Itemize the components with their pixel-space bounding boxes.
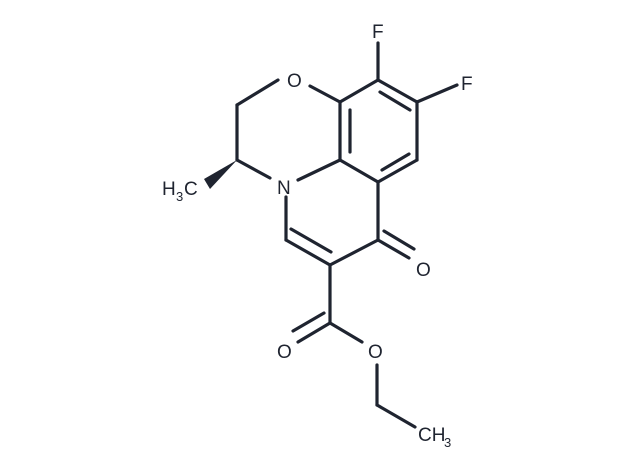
bond-c9-c10 <box>376 78 419 104</box>
bond-c11-c12 <box>376 158 419 184</box>
atom-label-h3c-subscript: 3 <box>176 189 183 204</box>
bond-o-ch2 <box>235 78 280 107</box>
bond-c10-f <box>415 83 459 104</box>
bond-ethyl-ch3 <box>375 403 417 429</box>
bond-ch-c-ester-inner <box>289 227 333 254</box>
bond-ketone-1 <box>376 238 411 260</box>
bond-c12-c13 <box>338 158 380 184</box>
bond-c9-c10-inner <box>378 90 412 112</box>
bond-ch-c-ester <box>284 238 332 267</box>
bond-ester-c-o-dbl-1 <box>296 321 332 344</box>
atom-label-n-ring: N <box>277 178 291 199</box>
bond-c8a-c9 <box>338 78 380 104</box>
bond-ketone-2 <box>382 229 416 251</box>
atom-label-ch3-ch: CH <box>418 425 445 446</box>
atom-label-f-top: F <box>372 22 384 43</box>
atom-label-o-ester: O <box>368 342 383 363</box>
bond-c11-c12-inner <box>380 152 411 172</box>
bond-c8a-o <box>308 84 342 104</box>
atom-label-ch3-subscript: 3 <box>444 435 451 450</box>
bond-ester-c-o-dbl-2 <box>291 311 326 333</box>
atom-label-o-ketone: O <box>416 260 431 281</box>
bond-c-ester-c-keto <box>328 238 380 267</box>
bond-n-c13 <box>296 158 342 182</box>
bond-ester-c-o-single <box>328 321 364 344</box>
atom-label-o-carbonyl: O <box>277 342 292 363</box>
wedge-bond-methyl <box>204 160 237 189</box>
atom-label-o-ring: O <box>287 71 302 92</box>
atom-label-h3c-c: C <box>184 179 198 200</box>
atom-label-h3c-h: H <box>162 179 176 200</box>
atom-label-f-right: F <box>461 74 473 95</box>
bond-ch-n <box>235 158 272 180</box>
